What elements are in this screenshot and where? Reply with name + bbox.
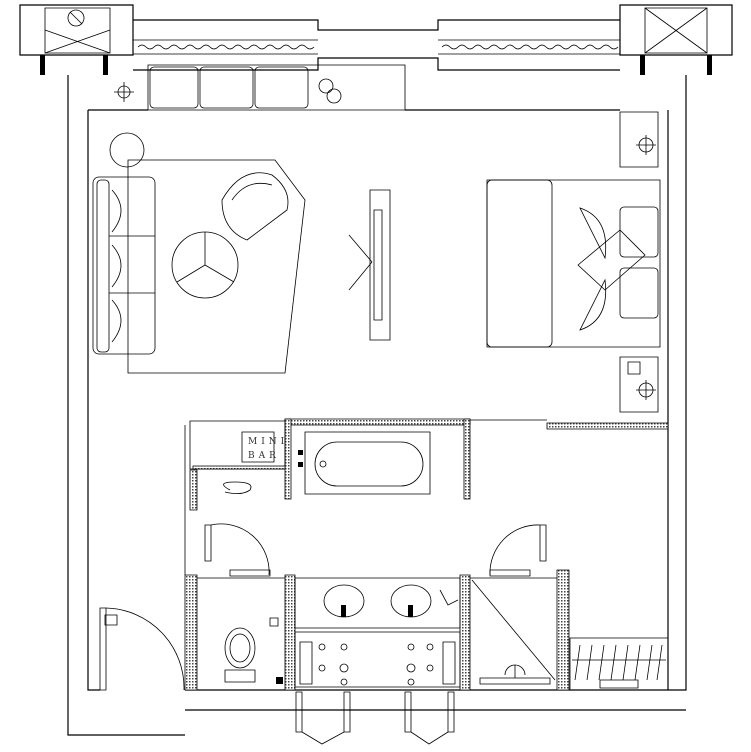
entry-door[interactable] (100, 608, 184, 690)
bathroom-door-left[interactable] (205, 524, 270, 576)
nightstand-bottom (620, 357, 658, 412)
shower (472, 580, 555, 684)
minibar-label-line1: MINI (248, 437, 288, 447)
window-box-right (620, 5, 732, 75)
bottom-door-right[interactable] (405, 692, 454, 744)
window-box-left (20, 5, 133, 75)
curtain-track-left (133, 40, 318, 54)
sofa (93, 177, 155, 354)
floor-lamp-icon (114, 82, 134, 102)
vanity (295, 578, 460, 687)
armchair (222, 173, 288, 240)
closet (570, 638, 668, 690)
exterior-walls (68, 20, 686, 735)
window-cabinet (148, 65, 405, 110)
nightstand-top (620, 112, 658, 167)
bed (487, 180, 660, 347)
rug (128, 160, 305, 373)
minibar: MINI BAR (190, 421, 288, 510)
floor-lamp (110, 133, 144, 167)
coffee-table (172, 232, 238, 298)
toilet (225, 618, 283, 684)
minibar-label-line2: BAR (248, 451, 280, 461)
tv-unit (349, 190, 390, 340)
bottom-door-left[interactable] (296, 692, 350, 744)
bathroom-door-right[interactable] (490, 525, 546, 576)
bathtub (298, 432, 430, 494)
curtain-track-right (438, 40, 620, 54)
